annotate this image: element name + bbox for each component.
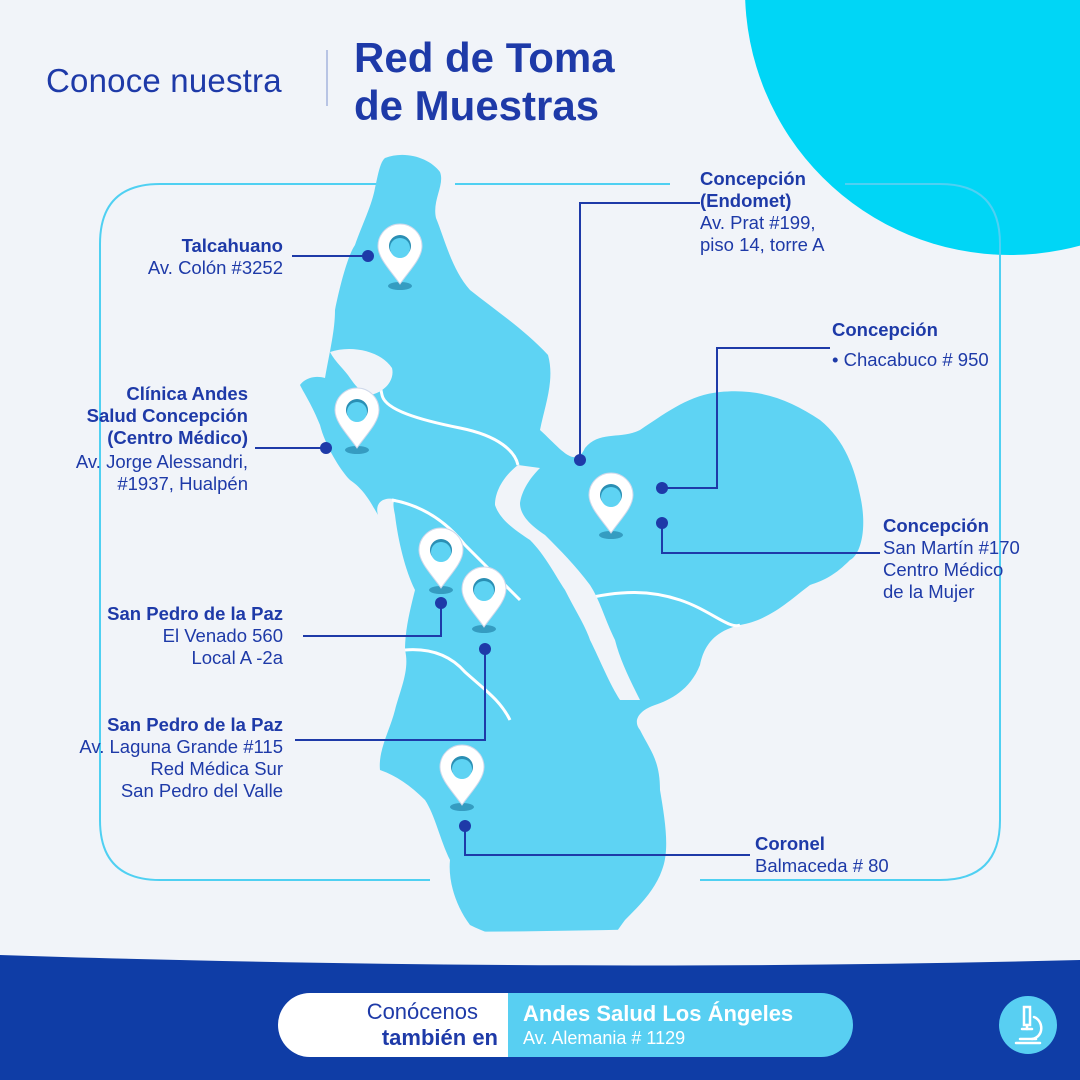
connector-coronel [464, 826, 750, 856]
footer-conocenos-text: Conócenos [366, 999, 478, 1024]
location-name: Talcahuano [181, 235, 283, 256]
dot-clinica [320, 442, 332, 454]
location-name-line2: (Endomet) [700, 190, 792, 211]
dot-chacabuco [656, 482, 668, 494]
location-concepcion-endomet[interactable]: Concepción (Endomet) Av. Prat #199, piso… [700, 168, 920, 256]
footer-andes-address: Av. Alemania # 1129 [523, 1028, 686, 1048]
location-coronel[interactable]: Coronel Balmaceda # 80 [755, 833, 955, 877]
connector-laguna [295, 650, 486, 741]
location-address-line1: El Venado 560 [162, 625, 283, 646]
dot-coronel [459, 820, 471, 832]
connector-chacabuco [662, 347, 830, 489]
location-talcahuano[interactable]: Talcahuano Av. Colón #3252 [80, 235, 283, 279]
connector-venado [303, 604, 442, 637]
connector-endomet [579, 202, 700, 460]
location-address: Av. Colón #3252 [147, 257, 283, 278]
location-concepcion-chacabuco[interactable]: Concepción • Chacabuco # 950 [832, 319, 1052, 371]
location-name: San Pedro de la Paz [107, 603, 283, 624]
location-address-line1: Av. Jorge Alessandri, [75, 451, 248, 472]
location-name-line2: Salud Concepción [86, 405, 248, 426]
location-address-line2: #1937, Hualpén [117, 473, 248, 494]
dot-laguna [479, 643, 491, 655]
location-san-pedro-laguna[interactable]: San Pedro de la Paz Av. Laguna Grande #1… [30, 714, 283, 802]
connector-sanmartin [661, 523, 880, 554]
page-title-line2: de Muestras [354, 82, 600, 129]
location-address-line3: San Pedro del Valle [120, 780, 283, 801]
dot-sanmartin [656, 517, 668, 529]
footer-conocenos-pill: Conócenos también en [278, 993, 518, 1057]
top-right-cyan-circle [745, 0, 1080, 255]
dot-talcahuano [362, 250, 374, 262]
footer-andes-pill[interactable]: Andes Salud Los Ángeles Av. Alemania # 1… [508, 993, 853, 1057]
location-name-line3: (Centro Médico) [107, 427, 248, 448]
page-title-line1: Red de Toma [354, 34, 615, 81]
page-title: Red de Toma de Muestras [354, 34, 615, 130]
location-address-line1: Av. Laguna Grande #115 [79, 736, 283, 757]
location-san-pedro-venado[interactable]: San Pedro de la Paz El Venado 560 Local … [40, 603, 283, 669]
connector-lines [255, 202, 880, 856]
dot-endomet [574, 454, 586, 466]
header-pretitle: Conoce nuestra [46, 62, 282, 99]
location-concepcion-sanmartin[interactable]: Concepción San Martín #170 Centro Médico… [883, 515, 1073, 603]
location-address-line1: Av. Prat #199, [700, 212, 816, 233]
location-address-line2: Red Médica Sur [150, 758, 283, 779]
microscope-icon [999, 996, 1057, 1054]
location-address-line2: piso 14, torre A [700, 234, 825, 255]
footer-white-wave [0, 910, 1080, 966]
location-address: Balmaceda # 80 [755, 855, 889, 876]
dot-venado [435, 597, 447, 609]
location-address-line1: San Martín #170 [883, 537, 1020, 558]
location-name-line1: Clínica Andes [126, 383, 248, 404]
location-name-line1: Concepción [700, 168, 806, 189]
location-name: Coronel [755, 833, 825, 854]
location-name: Concepción [832, 319, 938, 340]
location-clinica-andes[interactable]: Clínica Andes Salud Concepción (Centro M… [20, 383, 248, 495]
location-address-line3: de la Mujer [883, 581, 975, 602]
bay-inlet [330, 348, 393, 395]
bio-bio-river [495, 465, 640, 700]
municipal-boundaries [334, 350, 741, 721]
footer-tambien-text: también en [381, 1025, 498, 1050]
connector-dots [320, 250, 668, 832]
location-address-line2: Local A -2a [191, 647, 283, 668]
map-frame [99, 183, 1001, 881]
location-address: • Chacabuco # 950 [832, 349, 989, 370]
location-name: San Pedro de la Paz [107, 714, 283, 735]
header-separator [326, 50, 328, 106]
footer-andes-name: Andes Salud Los Ángeles [523, 1001, 794, 1026]
location-name: Concepción [883, 515, 989, 536]
location-address-line2: Centro Médico [883, 559, 1004, 580]
